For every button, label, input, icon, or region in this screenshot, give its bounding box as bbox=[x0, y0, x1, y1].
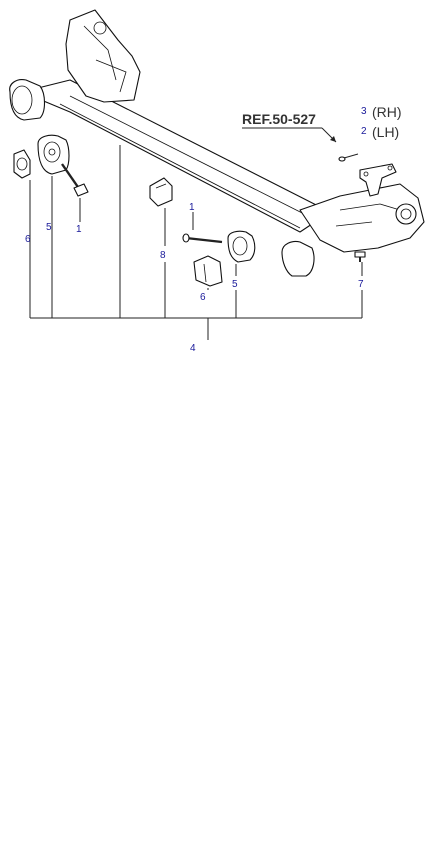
side-label-lh: (LH) bbox=[372, 124, 399, 140]
right-bushing-group bbox=[182, 230, 366, 287]
stopper-part bbox=[149, 177, 173, 207]
callout-bolt-small: 7 bbox=[358, 279, 364, 290]
callout-assembly: 4 bbox=[190, 343, 196, 354]
side-num-rh: 3 bbox=[361, 106, 367, 117]
torsion-beam bbox=[9, 9, 425, 277]
callout-bracket-left: 6 bbox=[25, 234, 31, 245]
reference-label: REF.50-527 bbox=[242, 111, 316, 127]
callout-stopper: 8 bbox=[160, 250, 166, 261]
callout-bushing-left: 5 bbox=[46, 222, 52, 233]
side-label-rh: (RH) bbox=[372, 104, 402, 120]
callout-bolt-right: 1 bbox=[189, 202, 195, 213]
callout-bracket-right: 6 bbox=[200, 292, 206, 303]
side-num-lh: 2 bbox=[361, 126, 367, 137]
hub-bracket bbox=[338, 153, 397, 197]
left-bushing-group bbox=[13, 134, 89, 197]
leader-lines bbox=[29, 127, 363, 340]
callout-bolt-left: 1 bbox=[76, 224, 82, 235]
callout-bushing-right: 5 bbox=[232, 279, 238, 290]
